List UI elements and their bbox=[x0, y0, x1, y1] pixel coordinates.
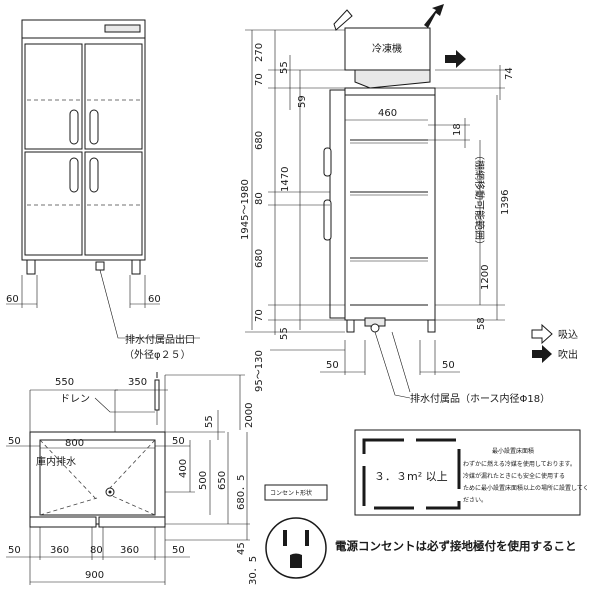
handle-lr bbox=[89, 157, 99, 193]
install-note-1: わずかに燃える冷媒を使用しております。 bbox=[463, 460, 576, 468]
door-upper-left bbox=[24, 43, 83, 150]
dim-plan-500: 500 bbox=[198, 471, 209, 490]
dim-side-680-bottom: 680 bbox=[254, 249, 265, 268]
dim-plan-2000: 2000 bbox=[244, 403, 255, 428]
handle-ll bbox=[69, 157, 79, 193]
legend-exhaust: 吹出 bbox=[558, 348, 578, 361]
door-upper-right bbox=[84, 43, 143, 150]
dim-plan-680-5: 680．5 bbox=[236, 475, 247, 510]
side-handle-upper bbox=[323, 147, 332, 177]
outlet-warning: 電源コンセントは必ず接地極付を使用すること bbox=[335, 539, 577, 553]
dim-plan-right-50: 50 bbox=[172, 436, 185, 447]
plan-inner bbox=[39, 439, 156, 516]
label-shelf-range: （棚網移動可能範囲） bbox=[473, 150, 486, 250]
dim-side-1396: 1396 bbox=[500, 190, 511, 215]
front-drain-outlet bbox=[95, 261, 105, 271]
dim-side-55-bottom: 55 bbox=[279, 327, 290, 340]
dim-plan-900: 900 bbox=[85, 570, 104, 581]
label-inner-drain: 庫内排水 bbox=[36, 455, 76, 468]
dim-side-1470: 1470 bbox=[280, 167, 291, 192]
side-cabinet bbox=[344, 87, 436, 321]
label-drain-outlet: 排水付属品出口 bbox=[125, 333, 195, 346]
label-drain-hose: 排水付属品（ホース内径Φ18） bbox=[410, 392, 550, 405]
dim-side-18: 18 bbox=[452, 123, 463, 136]
plan-cabinet bbox=[29, 431, 166, 525]
outlet-icon bbox=[265, 517, 327, 579]
side-drain-hose bbox=[370, 323, 380, 333]
compressor-base bbox=[354, 69, 431, 89]
dim-plan-550: 550 bbox=[55, 377, 74, 388]
dim-plan-650: 650 bbox=[217, 471, 228, 490]
plan-door-left bbox=[29, 516, 97, 528]
control-panel bbox=[104, 24, 141, 33]
dim-plan-350: 350 bbox=[128, 377, 147, 388]
exhaust-arrow-icon bbox=[532, 345, 552, 363]
side-foot-right bbox=[427, 319, 436, 333]
foot-left bbox=[26, 259, 36, 275]
dim-front-right-60: 60 bbox=[148, 294, 161, 305]
front-view: 60 60 排水付属品出口 （外径φ２５） bbox=[6, 19, 200, 361]
dim-side-bottom-right-50: 50 bbox=[442, 360, 455, 371]
drain-pipe bbox=[154, 372, 160, 411]
dim-side-74: 74 bbox=[504, 67, 515, 80]
install-area-value: ３．３m² 以上 bbox=[374, 470, 448, 483]
dim-side-total-height: 1945〜1980 bbox=[240, 179, 251, 240]
dim-plan-55: 55 bbox=[204, 415, 215, 428]
dim-side-270: 270 bbox=[254, 43, 265, 62]
install-area-box: ３．３m² 以上 最小設置床面積 わずかに燃える冷媒を使用しております。 冷媒が… bbox=[354, 429, 589, 516]
side-handle-lower bbox=[323, 199, 332, 241]
label-drain: ドレン bbox=[60, 394, 90, 405]
side-view: 冷凍機 bbox=[240, 4, 578, 405]
dim-side-leg-height: 95〜130 bbox=[254, 350, 265, 392]
dim-side-55-top: 55 bbox=[279, 61, 290, 74]
legend-intake: 吸込 bbox=[558, 329, 578, 341]
plan-door-right bbox=[98, 516, 166, 528]
dim-plan-45: 45 bbox=[236, 542, 247, 555]
dim-side-59: 59 bbox=[297, 95, 308, 108]
plan-view: 550 350 ドレン 2000 55 800 庫内排水 50 50 bbox=[6, 372, 259, 585]
handle-ur bbox=[89, 109, 99, 145]
intake-arrow-icon bbox=[531, 323, 553, 345]
dim-plan-360-a: 360 bbox=[50, 545, 69, 556]
install-note-3: ために最小設置床面積以上の場所に設置してく bbox=[463, 484, 589, 492]
front-cabinet bbox=[21, 29, 146, 261]
install-area-title: 最小設置床面積 bbox=[492, 447, 534, 455]
install-note-4: ださい。 bbox=[463, 497, 487, 504]
dim-plan-800: 800 bbox=[65, 438, 84, 449]
dim-plan-bottom-right-50: 50 bbox=[172, 545, 185, 556]
compressor-unit bbox=[344, 27, 431, 71]
install-note-2: 冷媒が漏れたときにも安全に使用する bbox=[463, 472, 565, 480]
handle-ul bbox=[69, 109, 79, 145]
exhaust-arrow-top-icon bbox=[424, 4, 444, 28]
door-lower-left bbox=[24, 151, 83, 256]
side-doors bbox=[329, 89, 346, 319]
side-foot-left bbox=[346, 319, 355, 333]
dim-plan-360-b: 360 bbox=[120, 545, 139, 556]
dim-front-left-60: 60 bbox=[6, 294, 19, 305]
dim-plan-bottom-left-50: 50 bbox=[8, 545, 21, 556]
dim-side-58: 58 bbox=[476, 317, 487, 330]
dim-side-1200: 1200 bbox=[480, 265, 491, 290]
dim-side-680-top: 680 bbox=[254, 131, 265, 150]
dim-side-460: 460 bbox=[378, 108, 397, 119]
dim-side-70-bottom: 70 bbox=[254, 309, 265, 322]
install-area-frame bbox=[362, 438, 461, 510]
exhaust-arrow-side-icon bbox=[445, 50, 466, 68]
dim-side-70-top: 70 bbox=[254, 73, 265, 86]
label-outer-diameter: （外径φ２５） bbox=[124, 348, 191, 361]
door-lower-right bbox=[84, 151, 143, 256]
dim-plan-400: 400 bbox=[178, 459, 189, 478]
top-vent-pipe bbox=[333, 9, 353, 31]
dim-plan-30-5: 30．5 bbox=[248, 556, 259, 585]
outlet-title: コンセント形状 bbox=[270, 489, 312, 497]
outlet-section: コンセント形状 電源コンセントは必ず接地極付を使用すること bbox=[264, 484, 577, 579]
dim-plan-left-50: 50 bbox=[8, 436, 21, 447]
dim-side-80: 80 bbox=[254, 192, 265, 205]
dim-plan-80: 80 bbox=[90, 545, 103, 556]
foot-right bbox=[131, 259, 141, 275]
dim-side-bottom-left-50: 50 bbox=[326, 360, 339, 371]
label-compressor: 冷凍機 bbox=[372, 42, 402, 55]
